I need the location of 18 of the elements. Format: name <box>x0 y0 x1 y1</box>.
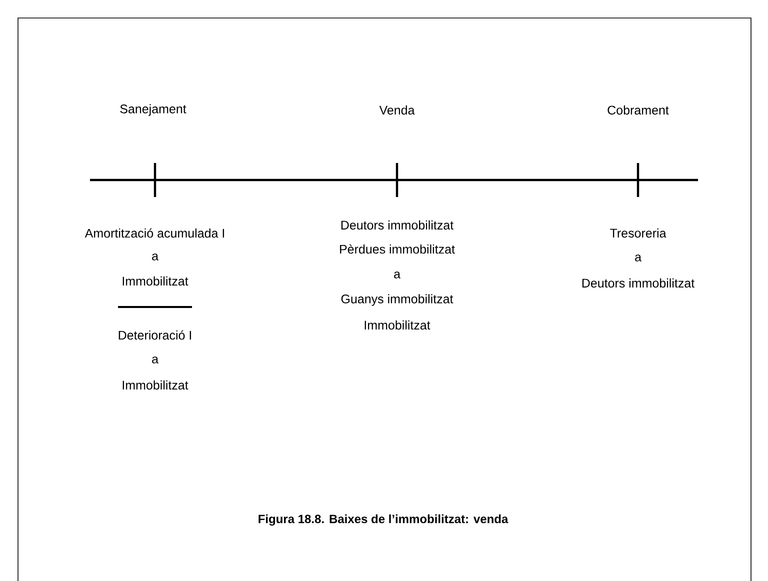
journal-entry-text: Immobilitzat <box>122 380 188 390</box>
journal-entry-text: Deutors immobilitzat <box>582 278 694 288</box>
period-label: Sanejament <box>120 104 186 116</box>
journal-entry-text: Tresoreria <box>610 228 666 238</box>
journal-entry-text: Deutors immobilitzat <box>341 220 454 230</box>
journal-entry-text: a <box>635 254 642 262</box>
journal-entry-text: Deterioració I <box>118 330 191 340</box>
journal-entry-text: Immobilitzat <box>364 320 430 330</box>
period-label: Cobrament <box>608 105 669 115</box>
figure-caption: Figura 18.8. Baixes de l’immobilitzat: venda <box>258 514 508 526</box>
journal-entry-text: a <box>152 254 158 260</box>
journal-entry-text: Pèrdues immobilitzat <box>340 244 455 254</box>
journal-entry-text: a <box>394 272 400 278</box>
journal-entry-text: Immobilitzat <box>122 276 188 286</box>
journal-entry-text: a <box>152 356 158 364</box>
period-label: Venda <box>379 105 415 115</box>
journal-entry-text: Amortització acumulada I <box>84 228 224 238</box>
journal-entry-text: Guanys immobilitzat <box>341 294 454 306</box>
